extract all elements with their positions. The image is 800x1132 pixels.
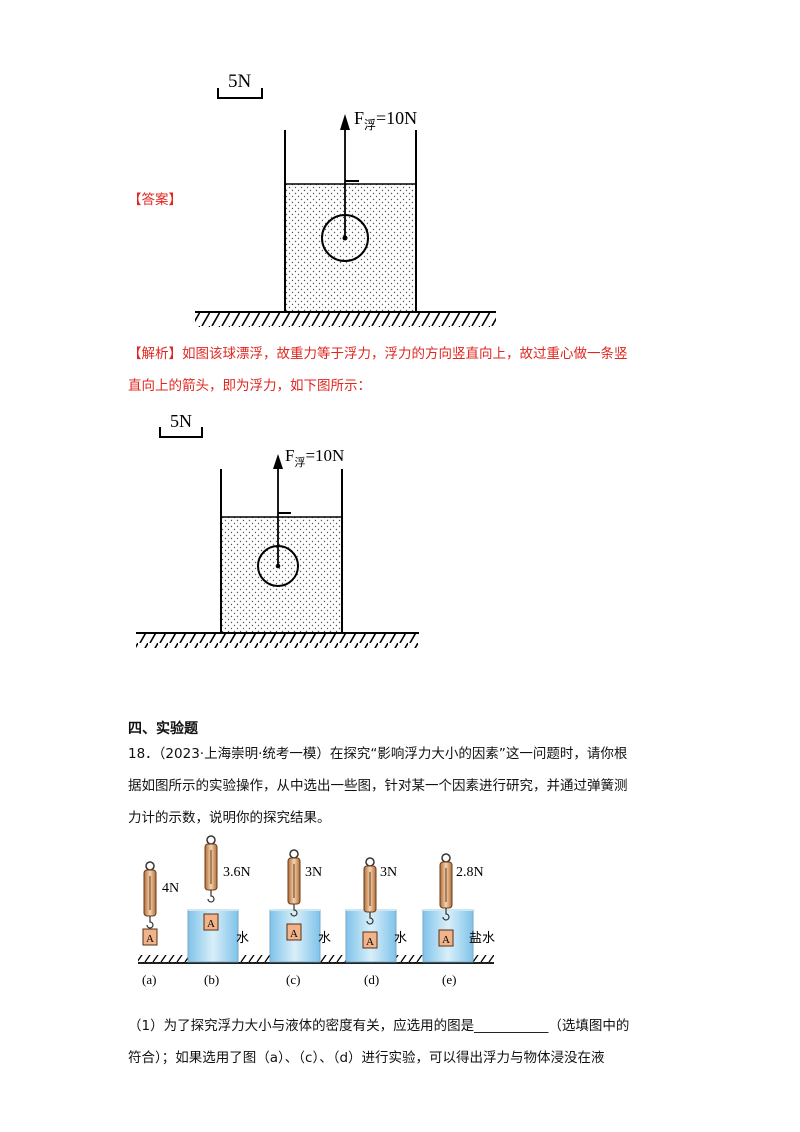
svg-text:A: A [290,928,298,940]
subquestion-line2: 符合）；如果选用了图（a）、（c）、（d）进行实验，可以得出浮力与物体浸没在液 [128,1050,605,1066]
analysis-line1: 如图该球漂浮，故重力等于浮力，浮力的方向竖直向上，故过重心做一条竖 [182,346,628,362]
question-line2: 据如图所示的实验操作，从中选出一些图，针对某一个因素进行研究，并通过弹簧测 [128,778,628,794]
panel-c: A 3N 水 (c) [269,849,331,987]
scale-bar [217,88,263,99]
buoyancy-diagram-analysis: 5N F浮=10N [136,411,419,648]
reading-c: 3N [305,865,322,880]
water [285,184,416,312]
question-line3: 力计的示数，说明你的探究结果。 [128,810,331,826]
subquestion-line1: （1）为了探究浮力大小与液体的密度有关，应选用的图是___________（选填… [128,1018,630,1034]
caption-b: (b) [204,972,219,987]
panel-b: A 3.6N 水 (b) [187,835,251,987]
caption-c: (c) [286,972,300,987]
analysis-line2: 直向上的箭头，即为浮力，如下图所示： [128,378,371,394]
block-a [203,913,219,931]
svg-text:A: A [366,936,374,948]
block-a [286,923,302,941]
section-title: 四、实验题 [128,721,198,737]
panel-d: A 3N 水 (d) [345,857,407,987]
experiment-figure: A 4N (a) A 3.6N 水 (b) A 3N 水 (c) [138,835,495,987]
liquid-b: 水 [236,930,249,945]
analysis-label: 【解析】 [128,346,182,362]
analysis-paragraph: 【解析】如图该球漂浮，故重力等于浮力，浮力的方向竖直向上，故过重心做一条竖 直向… [128,338,688,402]
svg-text:A: A [442,934,450,946]
svg-text:A: A [207,918,215,930]
liquid-c: 水 [318,930,331,945]
reading-b: 3.6N [223,865,251,880]
question-line1: 18．（2023·上海崇明·统考一模）在探究“影响浮力大小的因素”这一问题时，请… [128,746,628,762]
force-label: F浮=10N [354,108,417,132]
block-a [142,928,158,946]
liquid-e: 盐水 [469,930,495,945]
buoyancy-diagram-answer: 5N F浮=10N [195,71,496,327]
panel-a: A 4N (a) [142,861,179,987]
scale-label: 5N [170,411,192,431]
caption-e: (e) [442,972,456,987]
answer-label: 【答案】 [128,192,182,208]
panel-e: A 2.8N 盐水 (e) [422,853,495,987]
ground-hatch [195,313,496,327]
block-a [362,931,378,949]
svg-text:A: A [146,933,154,945]
reading-d: 3N [380,865,397,880]
liquid-d: 水 [394,930,407,945]
reading-e: 2.8N [456,865,484,880]
block-a [438,929,454,947]
question-paragraph: 18．（2023·上海崇明·统考一模）在探究“影响浮力大小的因素”这一问题时，请… [128,738,688,834]
caption-d: (d) [364,972,379,987]
reading-a: 4N [162,881,179,896]
force-label: F浮=10N [285,446,344,469]
scale-bar [159,427,203,438]
subquestion-paragraph: （1）为了探究浮力大小与液体的密度有关，应选用的图是___________（选填… [128,1010,688,1074]
caption-a: (a) [142,972,156,987]
water [221,517,342,633]
ground-hatch [136,634,419,648]
scale-label: 5N [228,71,252,92]
